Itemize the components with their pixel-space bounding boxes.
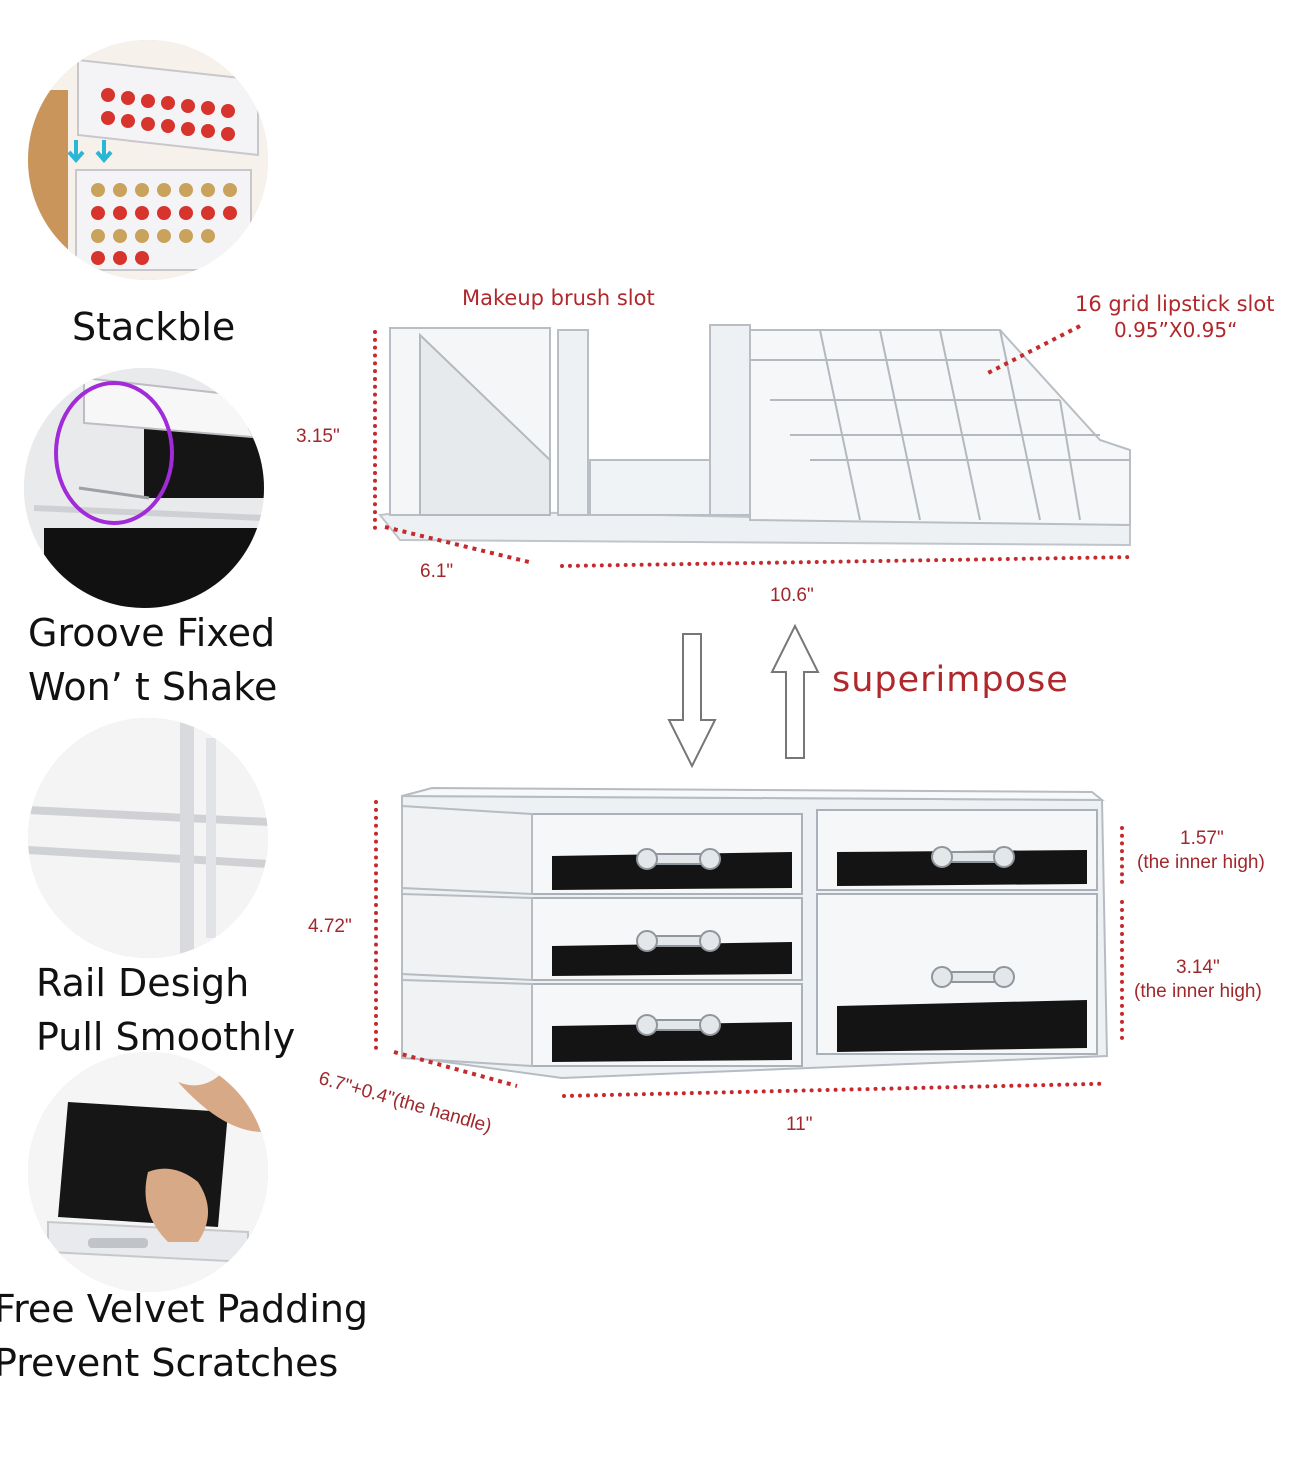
small-drawer-inner-line	[1120, 826, 1124, 884]
feature-caption-line: Rail Desigh	[36, 961, 250, 1005]
feature-caption-line: Pull Smoothly	[36, 1015, 296, 1059]
feature-caption-velvet: Free Velvet Padding Prevent Scratches	[0, 1282, 368, 1390]
feature-caption-line: Free Velvet Padding	[0, 1287, 369, 1331]
drawer-width-label: 11"	[786, 1114, 813, 1135]
feature-caption-groove: Groove Fixed Won’ t Shake	[28, 606, 277, 714]
top-depth-label: 6.1"	[420, 561, 454, 582]
superimpose-label: superimpose	[832, 660, 1069, 700]
top-height-line	[373, 330, 377, 530]
feature-caption-line: Groove Fixed	[28, 611, 276, 655]
lipstick-slot-label: 16 grid lipstick slot	[1075, 292, 1275, 316]
small-drawer-inner-label: 1.57"	[1180, 828, 1224, 849]
velvet-padding-photo	[28, 1052, 268, 1292]
drawer-unit-illustration	[401, 786, 1109, 1080]
large-drawer-inner-line	[1120, 900, 1124, 1040]
small-drawer-inner-note: (the inner high)	[1137, 852, 1265, 873]
drawer-height-label: 4.72"	[308, 916, 352, 937]
rail-closeup-photo	[28, 718, 268, 958]
arrow-down-icon	[667, 633, 717, 769]
lipstick-slot-leader	[985, 324, 1081, 376]
drawer-depth-line	[393, 1050, 518, 1088]
stacked-lipstick-trays-photo	[28, 40, 268, 280]
lipstick-slot-size: 0.95”X0.95“	[1114, 318, 1238, 342]
arrow-up-icon	[770, 623, 820, 759]
top-width-label: 10.6"	[770, 585, 814, 606]
large-drawer-inner-note: (the inner high)	[1134, 981, 1262, 1002]
top-depth-line	[384, 525, 534, 565]
top-organizer-illustration	[378, 324, 1131, 547]
top-height-label: 3.15"	[296, 426, 340, 447]
feature-caption-stackable: Stackble	[72, 300, 235, 354]
feature-caption-rail: Rail Desigh Pull Smoothly	[36, 956, 295, 1064]
feature-caption-line: Won’ t Shake	[28, 665, 278, 709]
feature-caption-line: Prevent Scratches	[0, 1341, 339, 1385]
large-drawer-inner-label: 3.14"	[1176, 957, 1220, 978]
drawer-height-line	[374, 800, 378, 1050]
groove-closeup-photo	[24, 368, 264, 608]
brush-slot-label: Makeup brush slot	[462, 286, 655, 310]
feature-caption-line: Stackble	[72, 305, 236, 349]
